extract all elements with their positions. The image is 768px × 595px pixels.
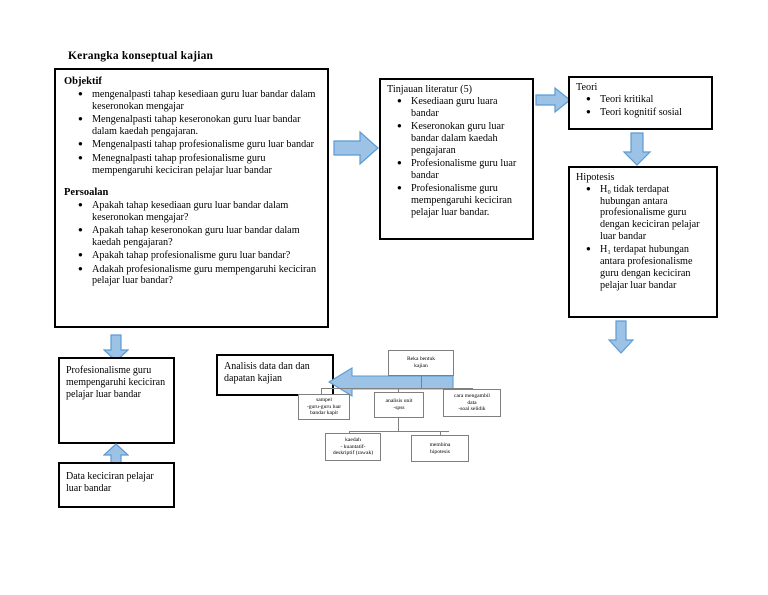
mini-line: membina xyxy=(429,441,451,448)
data-keciciran-text: Data keciciran pelajar luar bandar xyxy=(66,471,154,494)
list-item: Apakah tahap keseronokan guru luar banda… xyxy=(78,224,320,249)
connector-horizontal-bottom xyxy=(349,431,449,432)
profesionalisme-text: Profesionalisme guru mempengaruhi kecici… xyxy=(66,365,166,400)
connector-vertical-kaedah xyxy=(398,418,399,431)
mini-line: sampel xyxy=(316,396,332,403)
objektif-list: mengenalpasti tahap kesediaan guru luar … xyxy=(64,88,320,177)
page-title: Kerangka konseptual kajian xyxy=(68,50,214,62)
tinjauan-heading: Tinjauan literatur (5) xyxy=(387,84,473,95)
list-item: Teori kritikal xyxy=(586,93,706,106)
connector-horizontal-top xyxy=(321,388,473,389)
connector-vertical-analisis-unit xyxy=(398,388,399,392)
arrow-objektif-to-tinjauan xyxy=(333,130,379,166)
mini-line: - kuantatif- xyxy=(340,443,366,450)
mini-line: data xyxy=(467,399,477,406)
mini-line: kaedah xyxy=(345,436,361,443)
list-item: Apakah tahap profesionalisme guru luar b… xyxy=(78,249,320,262)
mini-box-reka-bentuk: Reka bentuk kajian xyxy=(388,350,454,376)
analisis-data-text: Analisis data dan dan dapatan kajian xyxy=(224,361,310,384)
mini-box-analisis-unit: analisis unit -spss xyxy=(374,392,424,418)
mini-line: cara mengambil xyxy=(454,392,490,399)
arrow-flow-to-analisis xyxy=(327,366,454,398)
mini-line: -soal selidik xyxy=(458,406,486,413)
analisis-data-box: Analisis data dan dan dapatan kajian xyxy=(216,354,334,396)
persoalan-list: Apakah tahap kesediaan guru luar bandar … xyxy=(64,199,320,288)
mini-line: hipotesis xyxy=(430,448,450,455)
mini-line: -guru-guru luar xyxy=(306,403,342,410)
connector-vertical-membina-down xyxy=(440,431,441,435)
list-item: Teori kognitif sosial xyxy=(586,106,706,119)
persoalan-heading: Persoalan xyxy=(64,186,109,198)
mini-line: deskriptif (rawak) xyxy=(332,450,374,457)
mini-line: -spss xyxy=(393,405,405,411)
list-item: mengenalpasti tahap kesediaan guru luar … xyxy=(78,88,320,113)
mini-box-cara-mengambil-data: cara mengambil data -soal selidik xyxy=(443,389,501,417)
arrow-into-profesionalisme xyxy=(102,334,130,362)
mini-box-kaedah: kaedah - kuantatif- deskriptif (rawak) xyxy=(325,433,381,461)
mini-box-sampel: sampel -guru-guru luar bandar kapit xyxy=(298,394,350,420)
profesionalisme-box: Profesionalisme guru mempengaruhi kecici… xyxy=(58,357,175,444)
hipotesis-heading: Hipotesis xyxy=(576,172,615,183)
list-item: Adakah profesionalisme guru mempengaruhi… xyxy=(78,263,320,288)
hipotesis-box: Hipotesis H₀ tidak terdapat hubungan ant… xyxy=(568,166,718,318)
list-item: H₁ terdapat hubungan antara profesionali… xyxy=(586,243,711,291)
teori-list: Teori kritikal Teori kognitif sosial xyxy=(576,93,706,119)
teori-box: Teori Teori kritikal Teori kognitif sosi… xyxy=(568,76,713,130)
list-item: Mengenalpasti tahap keseronokan guru lua… xyxy=(78,113,320,138)
list-item: Profesionalisme guru luar bandar xyxy=(397,157,527,182)
objektif-heading: Objektif xyxy=(64,76,102,87)
mini-line: analisis unit xyxy=(385,398,413,405)
list-item: Profesionalisme guru mempengaruhi kecici… xyxy=(397,182,527,218)
list-item: Mengenalpasti tahap profesionalisme guru… xyxy=(78,138,320,151)
connector-vertical-kaedah-down xyxy=(349,431,350,434)
mini-box-membina-hipotesis: membina hipotesis xyxy=(411,435,469,462)
connector-vertical-sampel xyxy=(321,388,322,394)
objektif-persoalan-box: Objektif mengenalpasti tahap kesediaan g… xyxy=(54,68,329,328)
list-item: Menegnalpasti tahap profesionalisme guru… xyxy=(78,152,320,177)
mini-line: Reka bentuk xyxy=(406,356,436,363)
spacer xyxy=(64,178,320,187)
tinjauan-literatur-box: Tinjauan literatur (5) Kesediaan guru lu… xyxy=(379,78,534,240)
connector-vertical-reka xyxy=(421,376,422,388)
list-item: Apakah tahap kesediaan guru luar bandar … xyxy=(78,199,320,224)
hipotesis-list: H₀ tidak terdapat hubungan antara profes… xyxy=(576,183,711,292)
list-item: H₀ tidak terdapat hubungan antara profes… xyxy=(586,183,711,243)
tinjauan-list: Kesediaan guru luara bandar Keseronokan … xyxy=(387,95,527,219)
data-keciciran-box: Data keciciran pelajar luar bandar xyxy=(58,462,175,508)
list-item: Kesediaan guru luara bandar xyxy=(397,95,527,120)
mini-line: bandar kapit xyxy=(310,410,338,417)
teori-heading: Teori xyxy=(576,82,598,93)
arrow-tinjauan-to-teori xyxy=(535,86,571,114)
list-item: Keseronokan guru luar bandar dalam kaeda… xyxy=(397,120,527,156)
arrow-hipotesis-down xyxy=(607,320,635,354)
mini-line: kajian xyxy=(414,363,428,369)
arrow-teori-to-hipotesis xyxy=(622,132,652,166)
